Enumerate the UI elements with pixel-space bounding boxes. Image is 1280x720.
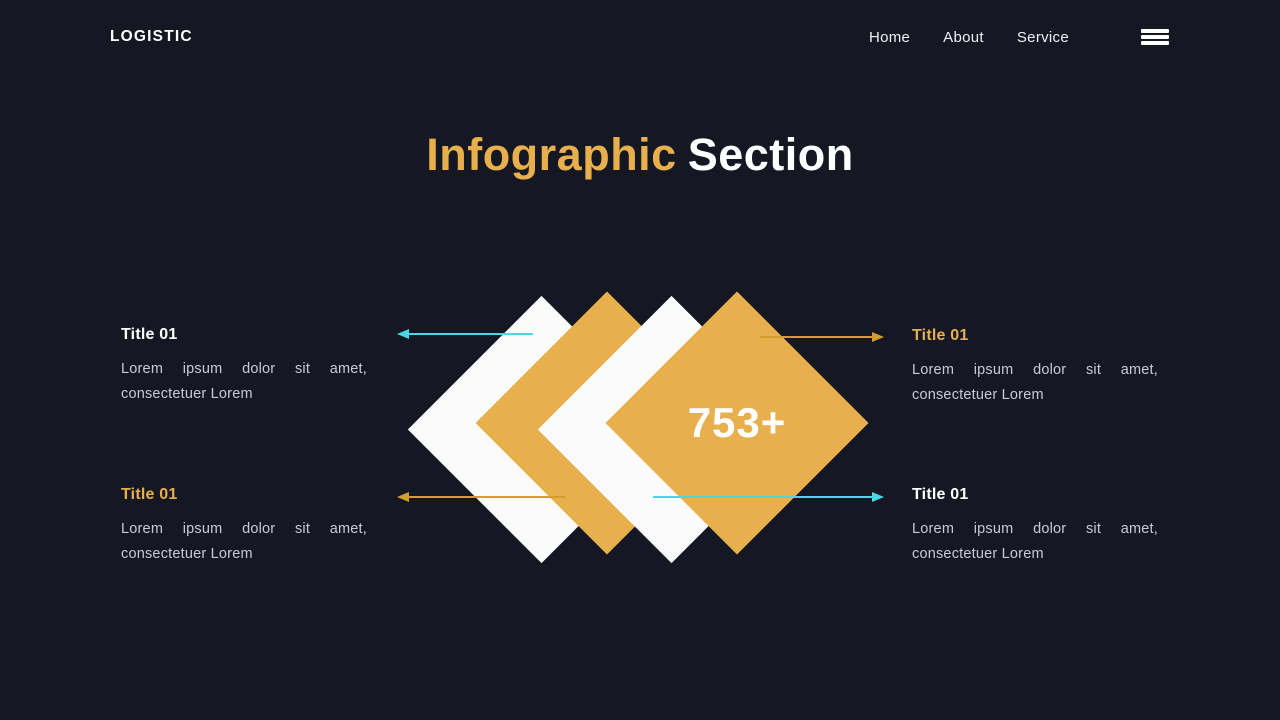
info-block-title: Title 01 <box>912 327 969 344</box>
page-title-rest: Section <box>687 129 854 180</box>
connector-arrow-top-left <box>397 329 533 339</box>
info-block-body: Lorem ipsum dolor sit amet, consectetuer… <box>121 521 367 562</box>
info-block-title: Title 01 <box>121 486 178 503</box>
stat-value: 753+ <box>687 399 787 446</box>
info-block-bottom-left: Title 01 Lorem ipsum dolor sit amet, con… <box>121 486 367 567</box>
info-block-body: Lorem ipsum dolor sit amet, consectetuer… <box>912 521 1158 562</box>
page-title-accent: Infographic <box>426 129 677 180</box>
nav-item-home[interactable]: Home <box>868 28 911 46</box>
info-block-body: Lorem ipsum dolor sit amet, consectetuer… <box>121 361 367 402</box>
info-block-top-left: Title 01 Lorem ipsum dolor sit amet, con… <box>121 326 367 407</box>
info-block-body: Lorem ipsum dolor sit amet, consectetuer… <box>912 362 1158 403</box>
info-block-bottom-right: Title 01 Lorem ipsum dolor sit amet, con… <box>912 486 1158 567</box>
navbar: LOGISTIC Home About Service <box>0 0 1280 74</box>
arrow-line <box>653 496 872 498</box>
nav-item-about[interactable]: About <box>943 28 984 46</box>
nav-item-service[interactable]: Service <box>1016 28 1069 46</box>
connector-arrow-top-right <box>760 332 884 342</box>
arrowhead-icon <box>872 492 884 502</box>
info-block-top-right: Title 01 Lorem ipsum dolor sit amet, con… <box>912 327 1158 408</box>
connector-arrow-bottom-right <box>653 492 884 502</box>
nav-menu: Home About Service <box>869 29 1069 46</box>
hamburger-bar <box>1141 29 1169 33</box>
info-block-title: Title 01 <box>121 326 178 343</box>
arrowhead-icon <box>397 329 409 339</box>
arrow-line <box>409 496 565 498</box>
connector-arrow-bottom-left <box>397 492 565 502</box>
hamburger-bar <box>1141 35 1169 39</box>
arrowhead-icon <box>872 332 884 342</box>
arrow-line <box>409 333 533 335</box>
arrowhead-icon <box>397 492 409 502</box>
hamburger-bar <box>1141 41 1169 45</box>
logo[interactable]: LOGISTIC <box>110 28 193 45</box>
hamburger-menu-icon[interactable] <box>1141 29 1169 45</box>
arrow-line <box>760 336 872 338</box>
info-block-title: Title 01 <box>912 486 969 503</box>
